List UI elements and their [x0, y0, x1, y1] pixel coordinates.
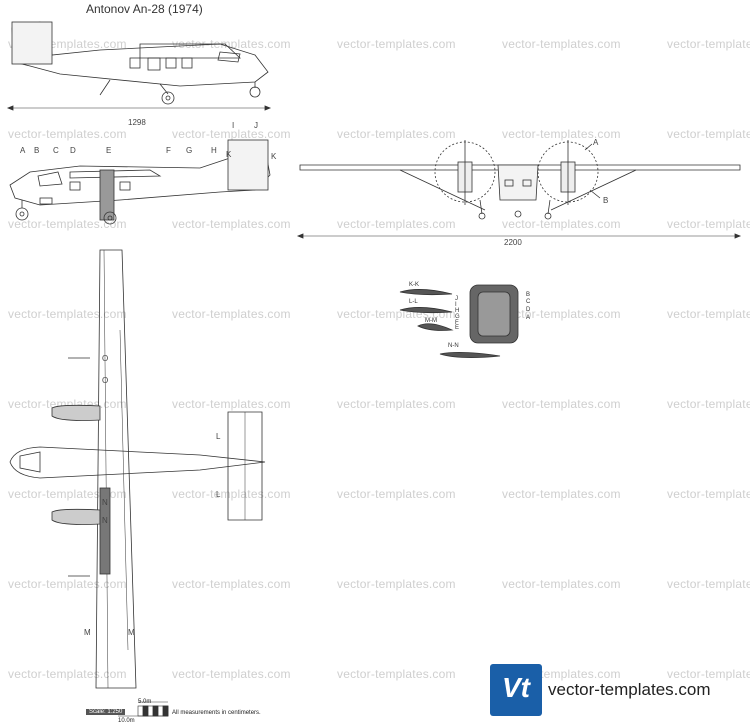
watermark-text: vector-templates.com [8, 127, 127, 141]
watermark-text: vector-templates.com [502, 487, 621, 501]
station-label: K [226, 150, 232, 159]
station-label: F [166, 146, 171, 155]
section-label-mm: M-M [425, 318, 437, 324]
watermark-text: vector-templates.com [172, 667, 291, 681]
fuselage-section-letter: H [455, 308, 460, 314]
station-label: A [20, 146, 26, 155]
section-label-nn: N-N [448, 343, 459, 349]
station-label: H [211, 146, 217, 155]
page-title: Antonov An-28 (1974) [86, 2, 203, 16]
watermark-text: vector-templates.com [8, 487, 127, 501]
watermark-text: vector-templates.com [337, 217, 456, 231]
side-view-lower [9, 139, 271, 225]
fuselage-section-letter: F [455, 320, 459, 326]
front-view [299, 140, 741, 220]
watermark-text: vector-templates.com [667, 37, 750, 51]
fuselage-section-letter: I [455, 302, 457, 308]
scale-bar [118, 701, 169, 717]
front-label-a: A [593, 138, 599, 147]
watermark-text: vector-templates.com [8, 667, 127, 681]
sections [399, 284, 519, 358]
fuselage-section-letter: E [455, 325, 460, 331]
top-view [9, 249, 266, 689]
scale-big-label: 10.0m [118, 718, 135, 724]
watermark-text: vector-templates.com [337, 667, 456, 681]
fuselage-section-letter: J [455, 296, 458, 302]
station-label-k-right: K [271, 152, 277, 161]
watermark-text: vector-templates.com [667, 397, 750, 411]
station-label: I [232, 121, 235, 130]
watermark-text: vector-templates.com [667, 217, 750, 231]
watermark-text: vector-templates.com [8, 307, 127, 321]
front-label-b: B [603, 196, 609, 205]
scale-small-label: 5.0m [138, 699, 152, 705]
watermark-text: vector-templates.com [337, 397, 456, 411]
watermark-text: vector-templates.com [337, 577, 456, 591]
watermark-text: vector-templates.com [502, 307, 621, 321]
watermark-text: vector-templates.com [337, 127, 456, 141]
fuselage-section-letter: G [455, 314, 460, 320]
section-label-kk: K-K [409, 282, 420, 288]
brand-logo-mark: Vt [502, 672, 530, 703]
station-label: D [70, 146, 76, 155]
station-label: J [254, 121, 258, 130]
watermark-text: vector-templates.com [667, 487, 750, 501]
brand-logo-box [490, 664, 542, 716]
side-view-upper [11, 21, 269, 105]
fuselage-section-letter: B [526, 292, 531, 298]
watermark-text: vector-templates.com [337, 37, 456, 51]
watermark-text: vector-templates.com [667, 307, 750, 321]
watermark-text: vector-templates.com [502, 127, 621, 141]
watermark-text: vector-templates.com [667, 667, 750, 681]
top-view-label: O [102, 376, 109, 385]
fuselage-section-letter: A [526, 315, 531, 321]
watermark-text: vector-templates.com [667, 577, 750, 591]
section-label-ll: L-L [409, 299, 418, 305]
watermark-text: vector-templates.com [502, 37, 621, 51]
watermark-text: vector-templates.com [502, 217, 621, 231]
watermark-text: vector-templates.com [172, 577, 291, 591]
brand-name: vector-templates.com [548, 680, 711, 699]
fuselage-section-letter: D [526, 307, 531, 313]
watermark-text: vector-templates.com [172, 307, 291, 321]
watermark-text: vector-templates.com [502, 397, 621, 411]
top-view-label: L [216, 432, 221, 441]
watermark-text: vector-templates.com [172, 127, 291, 141]
side-length-dimension: 1298 [128, 118, 146, 127]
station-label: B [34, 146, 40, 155]
top-view-label: L [216, 490, 221, 499]
watermark-text: vector-templates.com [172, 397, 291, 411]
fuselage-section-letter: C [526, 299, 531, 305]
top-view-label: N [102, 516, 108, 525]
top-view-label: M [84, 628, 91, 637]
watermark-text: vector-templates.com [8, 217, 127, 231]
measurement-note: All measurements in centimeters. [172, 710, 261, 716]
scale-label: Scale: 1:250 [86, 709, 126, 715]
front-span-dimension: 2200 [504, 238, 522, 247]
watermark-text: vector-templates.com [502, 577, 621, 591]
watermark-text: vector-templates.com [172, 487, 291, 501]
station-label: E [106, 146, 112, 155]
station-label: G [186, 146, 193, 155]
watermark-text: vector-templates.com [337, 487, 456, 501]
top-view-label: N [102, 498, 108, 507]
watermark-text: vector-templates.com [172, 217, 291, 231]
station-label: C [53, 146, 59, 155]
top-view-label: O [102, 354, 109, 363]
watermark-text: vector-templates.com [667, 127, 750, 141]
top-view-label: M [128, 628, 135, 637]
watermark-text: vector-templates.com [172, 37, 291, 51]
